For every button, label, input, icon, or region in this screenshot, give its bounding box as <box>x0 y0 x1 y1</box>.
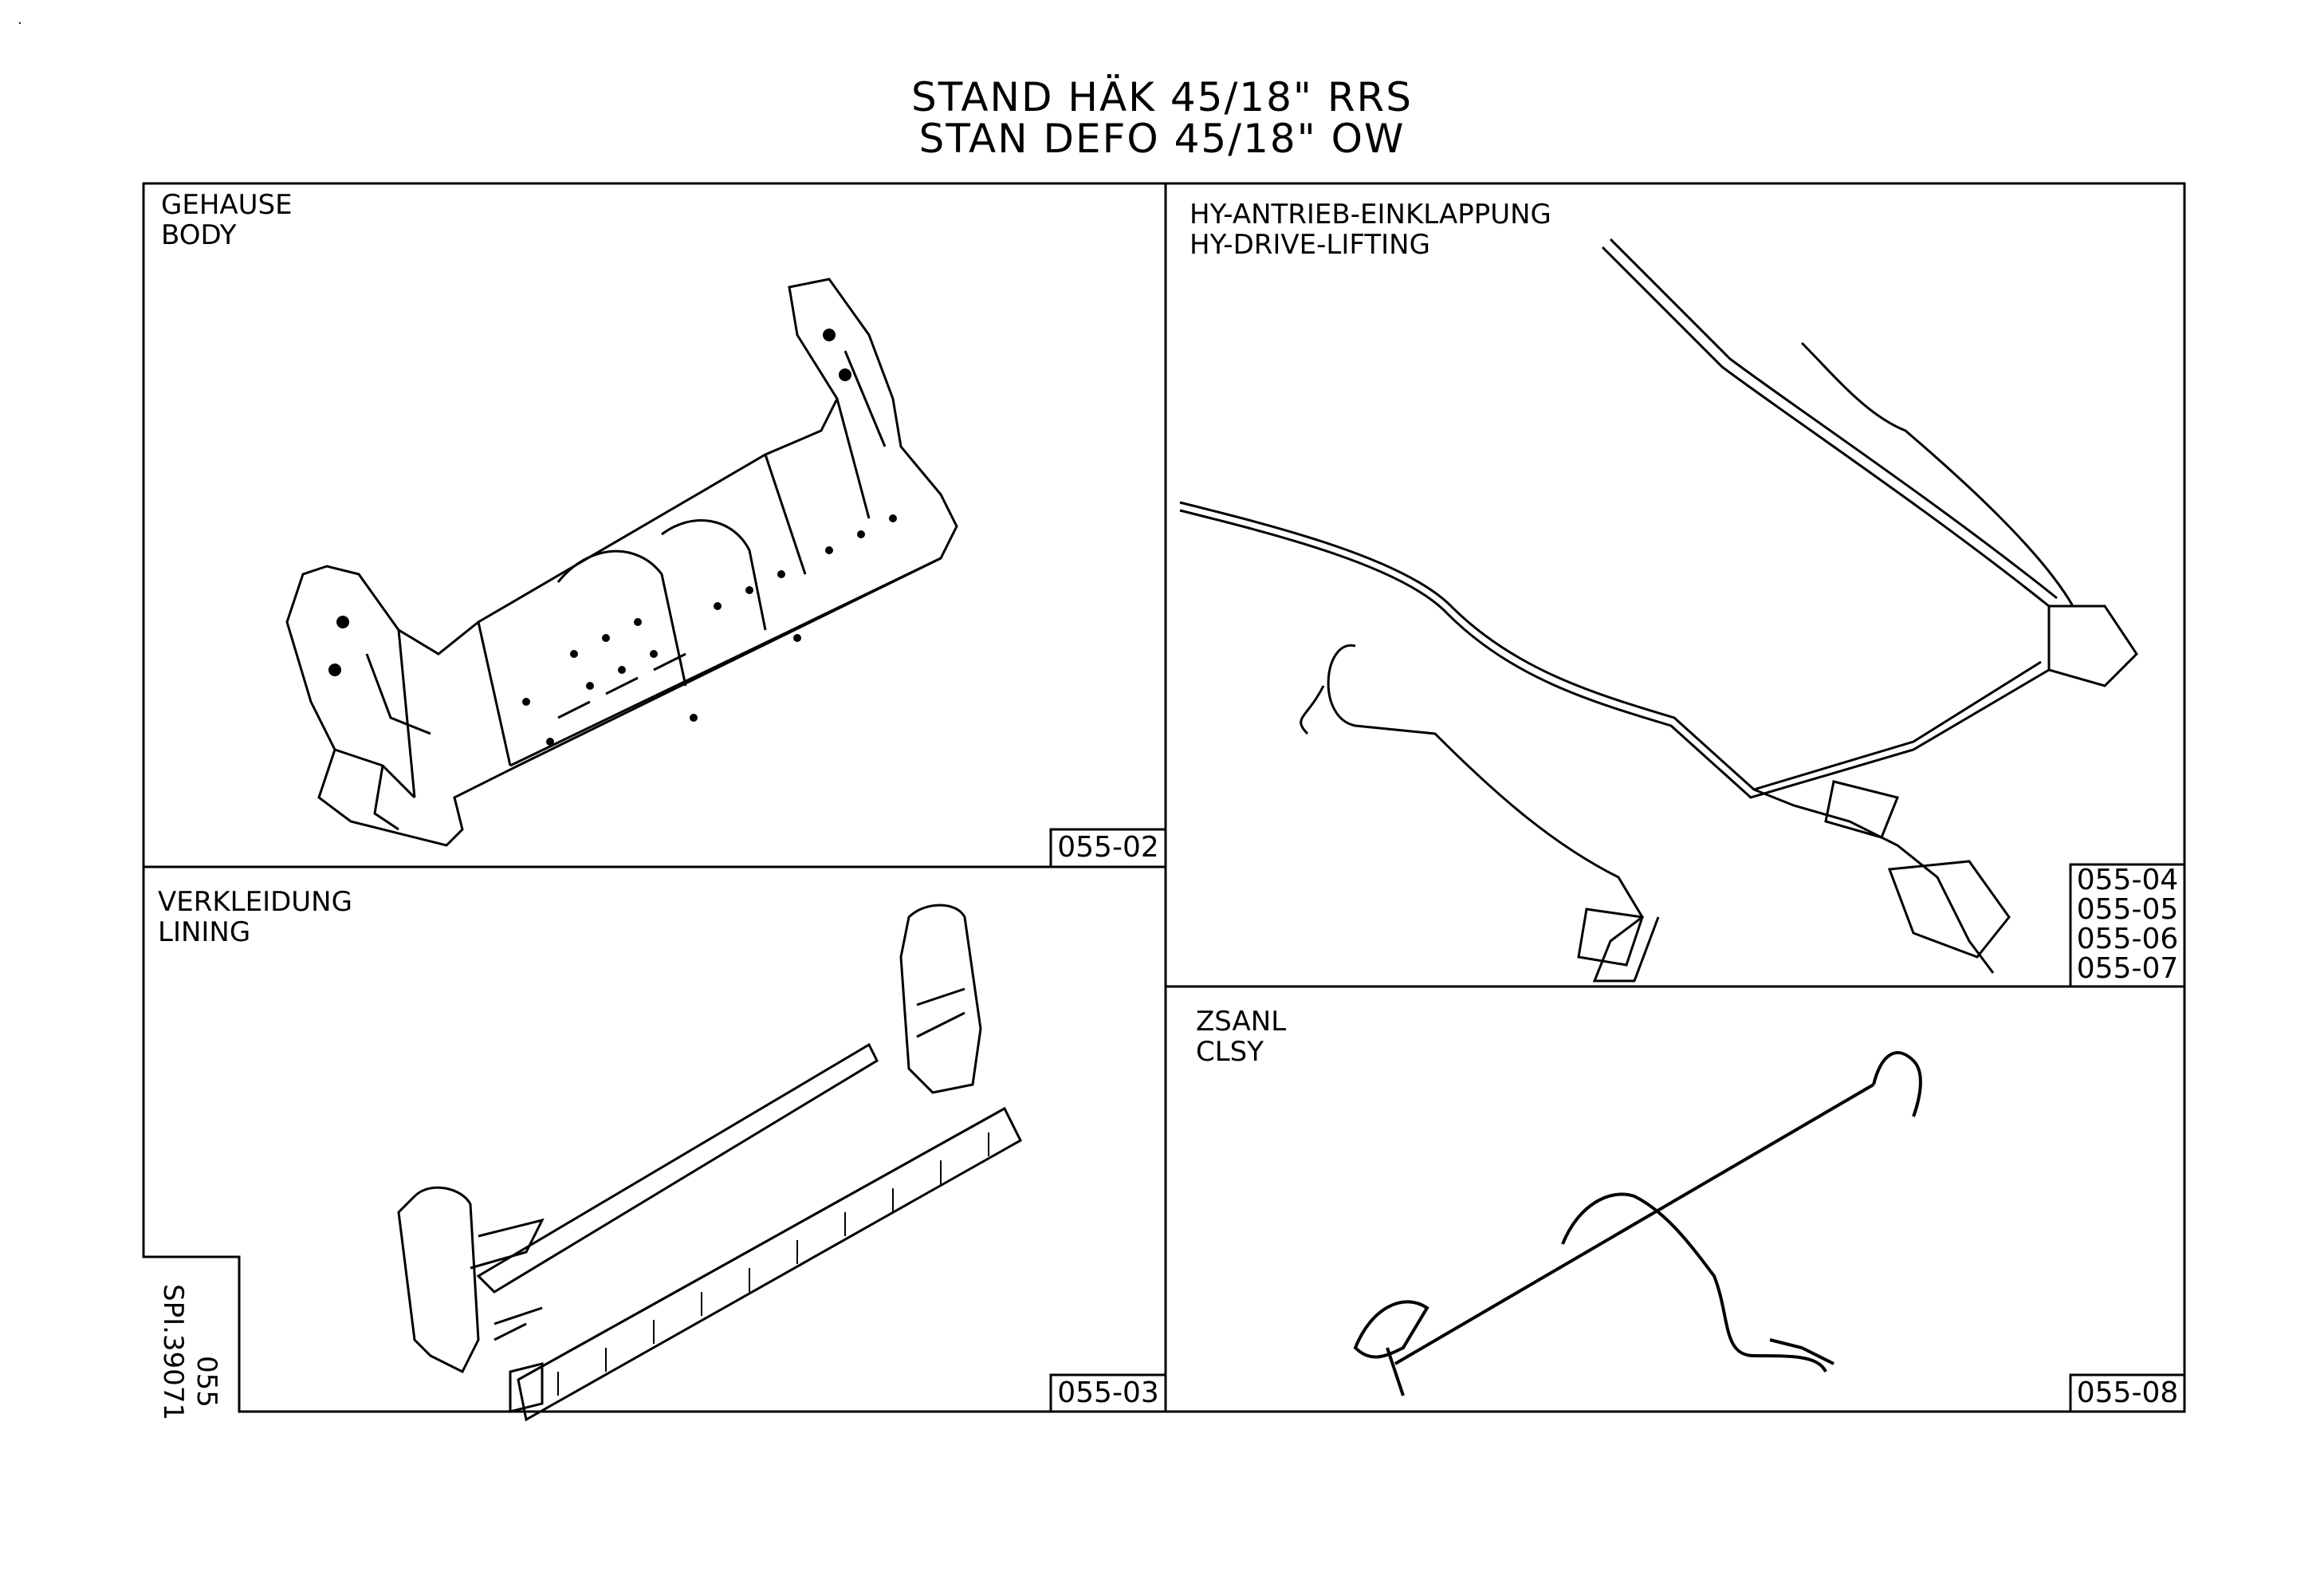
body-frame-drawing <box>285 278 958 847</box>
panel-3-label-en: LINING <box>158 916 251 948</box>
side-label-page: 055 <box>191 1356 222 1408</box>
panel-3-label-de: VERKLEIDUNG <box>158 886 352 918</box>
ref-055-03-link[interactable]: 055-03 <box>1057 1376 1159 1409</box>
panel-1-label-de: GEHAUSE <box>161 189 293 221</box>
panel-4-label-de: ZSANL <box>1196 1006 1287 1038</box>
ref-055-04-link[interactable]: 055-04 <box>2076 864 2179 896</box>
panel-2-label-en: HY-DRIVE-LIFTING <box>1190 229 1430 261</box>
ref-055-02-link[interactable]: 055-02 <box>1057 831 1159 864</box>
corner-mark: . <box>18 11 22 28</box>
ref-055-07-link[interactable]: 055-07 <box>2076 952 2179 985</box>
ref-055-06-link[interactable]: 055-06 <box>2076 923 2179 955</box>
panel-4-label-en: CLSY <box>1196 1036 1264 1068</box>
sheet-title-line-2: STAN DEFO 45/18" OW <box>918 116 1406 162</box>
sheet-title-line-1: STAND HÄK 45/18" RRS <box>910 74 1414 120</box>
panel-2-label-de: HY-ANTRIEB-EINKLAPPUNG <box>1190 199 1551 230</box>
lining-panels-drawing <box>397 904 1022 1422</box>
ref-055-05-link[interactable]: 055-05 <box>2076 893 2179 926</box>
side-label-code: SPI.39071 <box>157 1284 189 1421</box>
panel-1-label-en: BODY <box>161 219 237 251</box>
wiring-harness-drawing <box>1353 1051 1922 1396</box>
hydraulic-lines-drawing <box>1179 238 2138 983</box>
ref-055-08-link[interactable]: 055-08 <box>2076 1376 2179 1409</box>
